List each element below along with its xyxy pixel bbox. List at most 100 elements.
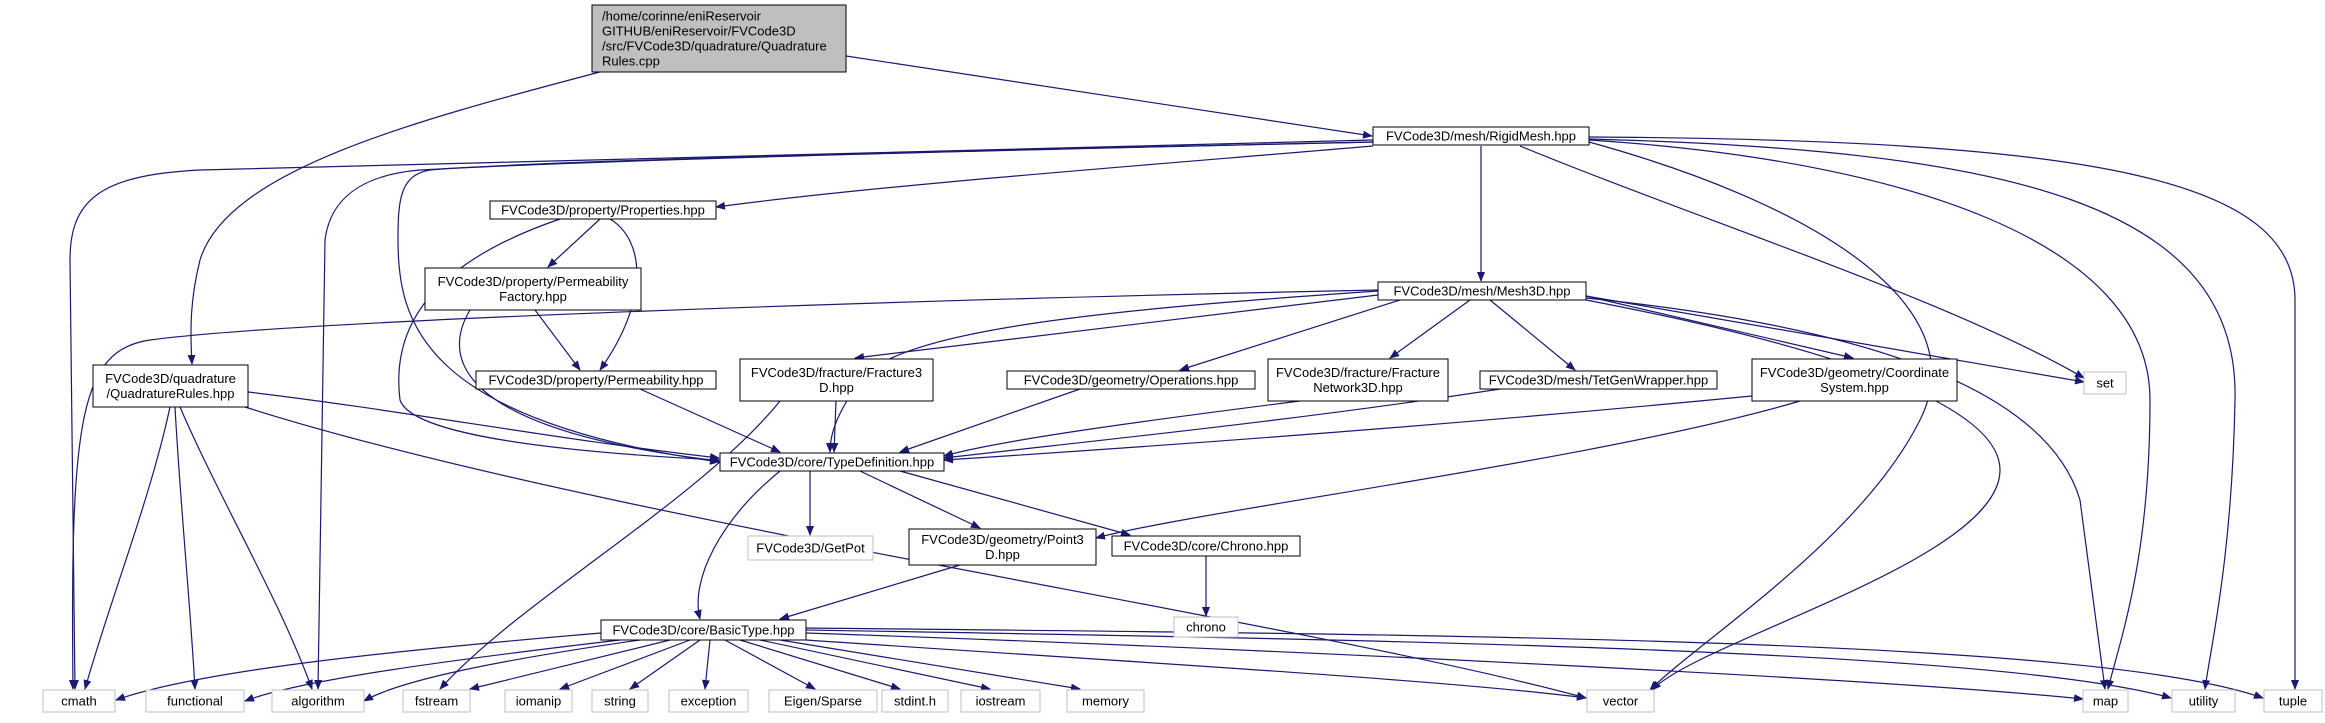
node-fstream-label-line-0: fstream [415,694,458,709]
node-functional-label-line-0: functional [167,694,223,709]
edge-rigidmesh-to-typedef [397,141,1374,465]
edge-mesh3d-to-fracture3d [854,294,1379,361]
node-tetgen[interactable]: FVCode3D/mesh/TetGenWrapper.hpp [1479,370,1718,390]
edge-point3d-to-basictype [779,564,961,621]
node-chronohpp[interactable]: FVCode3D/core/Chrono.hpp [1111,535,1301,557]
node-fracture3d-label-line-1: D.hpp [819,380,854,395]
edge-basictype-to-vector [805,639,1587,701]
node-iostream-box [960,689,1041,713]
node-exception-box [668,689,749,713]
node-rigidmesh[interactable]: FVCode3D/mesh/RigidMesh.hpp [1372,126,1590,146]
edge-properties-to-permfactory [547,218,601,268]
node-string-box [591,689,649,713]
node-utility-label-line-0: utility [2189,694,2219,709]
node-stdint-label-line-0: stdint.h [894,694,936,709]
node-typedef[interactable]: FVCode3D/core/TypeDefinition.hpp [719,452,945,472]
node-fstream: fstream [402,689,471,713]
node-algorithm-label-line-0: algorithm [291,694,344,709]
node-functional-box [145,689,245,713]
node-permfactory-box [424,267,642,311]
node-utility-box [2171,689,2236,713]
edge-permfactory-to-permeability [534,309,581,371]
edge-quadrules-to-algorithm [179,406,313,690]
edge-rigidmesh-to-tuple [1588,136,2299,690]
node-iostream-label-line-0: iostream [976,694,1026,709]
node-set: set [2083,371,2127,395]
edge-rigidmesh-to-cmath [69,139,1374,690]
edge-mesh3d-to-coordsys [1585,295,1854,360]
node-algorithm-box [271,689,365,713]
edge-fracture3d-to-typedef [830,400,839,453]
node-fracture3d-box [739,358,934,402]
node-properties-box [489,200,717,220]
edge-basictype-to-map [805,632,2084,703]
node-basictype[interactable]: FVCode3D/core/BasicType.hpp [600,619,807,641]
edge-basictype-to-iostream [759,639,991,692]
edge-quadrules-to-functional [174,406,199,690]
edge-basictype-to-fstream [469,639,671,691]
node-chrono-box [1173,616,1239,638]
node-fracnet-label-line-0: FVCode3D/fracture/Fracture [1276,365,1440,380]
edge-mesh3d-to-operations [1179,299,1401,372]
edge-basictype-to-cmath [115,632,602,701]
node-typedef-box [719,452,945,472]
node-memory-box [1066,689,1145,713]
node-map-label-line-0: map [2093,694,2118,709]
edge-basictype-to-string [629,639,701,690]
node-cmath: cmath [42,689,116,713]
node-memory-label-line-0: memory [1082,694,1129,709]
node-quadrules[interactable]: FVCode3D/quadrature/QuadratureRules.hpp [92,364,249,408]
node-properties[interactable]: FVCode3D/property/Properties.hpp [489,200,717,220]
edge-fracnet-to-typedef [943,400,1301,458]
node-map-box [2082,689,2129,713]
node-set-box [2083,371,2127,395]
node-utility: utility [2171,689,2236,713]
node-quadrules-label-line-1: /QuadratureRules.hpp [107,386,235,401]
node-eigensparse: Eigen/Sparse [768,689,878,713]
node-root-box [591,4,847,73]
edge-basictype-to-iomanip [559,639,691,690]
node-mesh3d-box [1377,281,1587,301]
node-iomanip-label-line-0: iomanip [516,694,562,709]
node-fracnet-label-line-1: Network3D.hpp [1313,380,1403,395]
edge-rigidmesh-to-map [1588,139,2151,690]
edge-coordsys-to-typedef [943,395,1753,464]
node-exception: exception [668,689,749,713]
edge-rigidmesh-to-vector [1588,141,1933,691]
node-permeability[interactable]: FVCode3D/property/Permeability.hpp [475,370,717,390]
file-nodes: /home/corinne/eniReservoirGITHUB/eniRese… [42,4,2323,713]
edge-typedef-to-point3d [859,470,981,529]
node-coordsys-label-line-0: FVCode3D/geometry/Coordinate [1760,365,1949,380]
node-map: map [2082,689,2129,713]
edge-mesh3d-to-typedef [826,290,1379,453]
node-coordsys-label-line-1: System.hpp [1820,380,1889,395]
edge-coordsys-to-point3d [1095,400,1801,540]
node-basictype-label-line-0: FVCode3D/core/BasicType.hpp [612,623,794,638]
node-point3d-label-line-0: FVCode3D/geometry/Point3 [921,532,1084,547]
node-rigidmesh-label-line-0: FVCode3D/mesh/RigidMesh.hpp [1386,129,1576,144]
node-mesh3d-label-line-0: FVCode3D/mesh/Mesh3D.hpp [1393,284,1570,299]
node-root-label-line-2: /src/FVCode3D/quadrature/Quadrature [602,39,827,54]
node-permfactory[interactable]: FVCode3D/property/PermeabilityFactory.hp… [424,267,642,311]
node-functional: functional [145,689,245,713]
node-root[interactable]: /home/corinne/eniReservoirGITHUB/eniRese… [591,4,847,73]
node-chronohpp-box [1111,535,1301,557]
node-vector: vector [1586,689,1655,713]
node-tetgen-box [1479,370,1718,390]
node-mesh3d[interactable]: FVCode3D/mesh/Mesh3D.hpp [1377,281,1587,301]
node-permfactory-label-line-1: Factory.hpp [499,289,567,304]
node-quadrules-box [92,364,249,408]
node-point3d-box [908,528,1097,566]
node-operations[interactable]: FVCode3D/geometry/Operations.hpp [1006,370,1256,390]
edge-typedef-to-basictype [693,470,781,620]
node-basictype-box [600,619,807,641]
edge-properties-to-typedef [398,218,720,464]
node-rigidmesh-box [1372,126,1590,146]
node-coordsys-box [1751,358,1958,402]
node-fracture3d-label-line-0: FVCode3D/fracture/Fracture3 [751,365,922,380]
